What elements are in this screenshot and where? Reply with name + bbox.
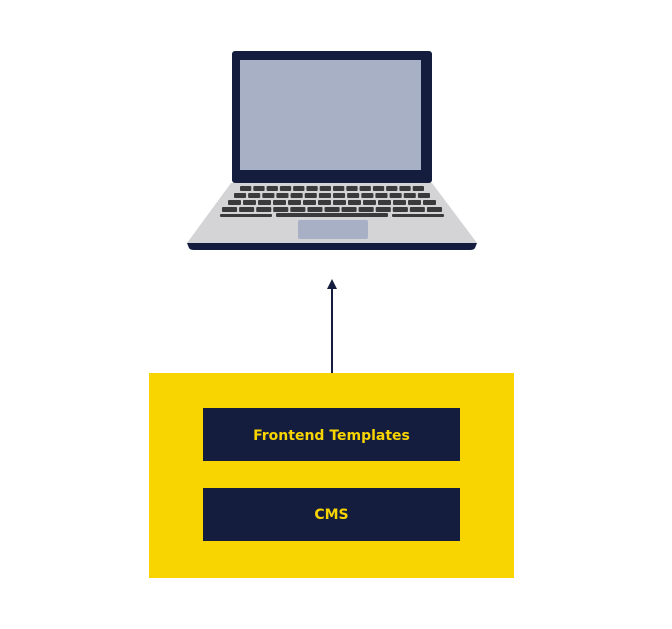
keyboard-key: [333, 193, 346, 198]
keyboard-key: [304, 193, 317, 198]
laptop-keyboard: [220, 186, 444, 217]
keyboard-spacebar: [276, 213, 388, 217]
laptop-base-edge: [187, 243, 477, 250]
cms-box-bg: [203, 488, 460, 541]
frontend-templates-box-bg: [203, 408, 460, 461]
keyboard-key: [409, 207, 425, 212]
keyboard-key: [392, 207, 408, 212]
frontend-templates-box: Frontend Templates: [203, 408, 460, 461]
keyboard-key: [333, 200, 346, 205]
keyboard-key: [318, 193, 331, 198]
keyboard-key: [403, 193, 416, 198]
keyboard-key: [341, 207, 357, 212]
keyboard-key: [399, 186, 411, 191]
keyboard-key: [389, 193, 402, 198]
keyboard-key: [363, 200, 376, 205]
keyboard-key: [358, 207, 374, 212]
keyboard-key: [386, 186, 398, 191]
keyboard-key: [319, 186, 331, 191]
keyboard-key: [392, 214, 444, 217]
keyboard-key: [375, 193, 388, 198]
keyboard-key: [288, 200, 301, 205]
keyboard-key: [307, 207, 323, 212]
keyboard-key: [262, 193, 275, 198]
keyboard-key: [417, 193, 430, 198]
keyboard-key: [273, 207, 289, 212]
keyboard-key: [303, 200, 316, 205]
laptop-icon: [187, 51, 477, 250]
keyboard-key: [220, 214, 272, 217]
keyboard-key: [423, 200, 436, 205]
keyboard-key: [318, 200, 331, 205]
keyboard-key: [393, 200, 406, 205]
system-container: [149, 373, 514, 578]
laptop-trackpad: [298, 220, 368, 239]
keyboard-key: [234, 193, 247, 198]
keyboard-key: [253, 186, 265, 191]
laptop-screen: [240, 60, 421, 170]
keyboard-key: [290, 207, 306, 212]
frontend-templates-label: Frontend Templates: [253, 428, 410, 444]
keyboard-key: [375, 207, 391, 212]
cms-label: CMS: [314, 507, 348, 523]
keyboard-key: [306, 186, 318, 191]
keyboard-key: [240, 186, 252, 191]
keyboard-key: [243, 200, 256, 205]
arrow-up-icon: [327, 279, 337, 373]
keyboard-key: [228, 200, 241, 205]
keyboard-key: [426, 207, 442, 212]
keyboard-key: [248, 193, 261, 198]
keyboard-key: [333, 186, 345, 191]
keyboard-key: [293, 186, 305, 191]
keyboard-key: [346, 186, 358, 191]
keyboard-key: [222, 207, 238, 212]
keyboard-key: [273, 200, 286, 205]
keyboard-key: [276, 193, 289, 198]
keyboard-key: [361, 193, 374, 198]
keyboard-key: [408, 200, 421, 205]
keyboard-key: [372, 186, 385, 191]
keyboard-key: [279, 186, 292, 191]
keyboard-key: [347, 193, 360, 198]
keyboard-key: [359, 186, 371, 191]
keyboard-key: [412, 186, 424, 191]
keyboard-key: [266, 186, 278, 191]
keyboard-key: [378, 200, 391, 205]
connector-arrowhead: [327, 279, 337, 289]
keyboard-key: [256, 207, 272, 212]
keyboard-key: [258, 200, 271, 205]
keyboard-key: [290, 193, 303, 198]
cms-box: CMS: [203, 488, 460, 541]
keyboard-key: [348, 200, 361, 205]
keyboard-key: [324, 207, 340, 212]
keyboard-key: [239, 207, 255, 212]
